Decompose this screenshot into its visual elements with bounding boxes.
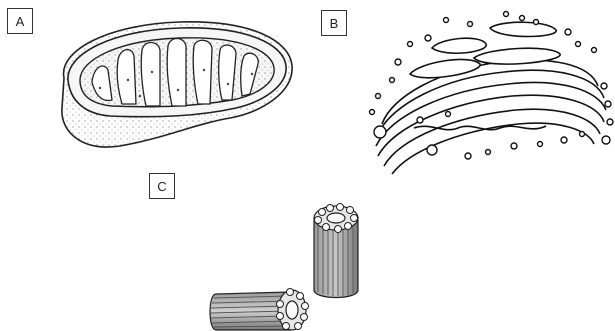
label-b: B <box>321 10 347 36</box>
centriole-figure <box>209 203 359 331</box>
label-a: A <box>7 8 33 34</box>
label-c: C <box>149 173 175 199</box>
golgi-figure <box>368 10 614 175</box>
mitochondrion-figure <box>61 21 293 148</box>
